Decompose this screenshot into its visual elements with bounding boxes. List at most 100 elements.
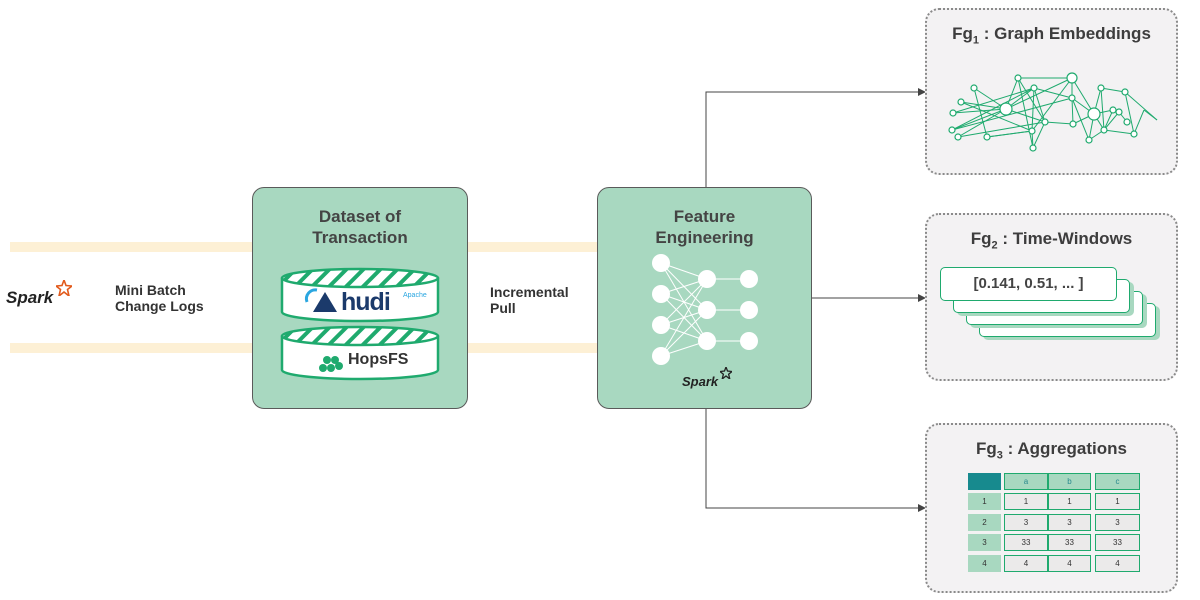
neural-network-icon bbox=[652, 254, 758, 365]
table-row-label: 1 bbox=[968, 493, 1001, 510]
graph-edge bbox=[986, 130, 1033, 138]
graph-edge bbox=[1071, 97, 1074, 125]
table-row-label: 2 bbox=[968, 513, 1001, 531]
fg1-sub: 1 bbox=[972, 34, 979, 47]
nn-node bbox=[698, 270, 716, 288]
nn-node bbox=[652, 347, 670, 365]
graph-edge bbox=[1143, 109, 1158, 121]
graph-edge bbox=[1032, 121, 1046, 149]
graph-edge bbox=[957, 108, 1007, 138]
graph-node bbox=[954, 133, 962, 141]
fg2-sub: 2 bbox=[991, 239, 998, 252]
graph-edge bbox=[960, 101, 1007, 110]
table-column-header: c bbox=[1095, 473, 1140, 490]
storage-stack bbox=[280, 267, 440, 381]
graph-node bbox=[1028, 127, 1036, 135]
fg1-graph-embeddings: Fg1 : Graph Embeddings bbox=[925, 8, 1178, 175]
nn-node bbox=[652, 285, 670, 303]
graph-edge bbox=[960, 101, 1033, 132]
table-cell: 3 bbox=[1095, 513, 1140, 531]
hudi-logo-icon bbox=[304, 288, 337, 312]
nn-node bbox=[740, 332, 758, 350]
graph-edge bbox=[1100, 87, 1126, 93]
fg3-title-text: : Aggregations bbox=[1002, 439, 1127, 458]
spark-star-icon bbox=[720, 367, 732, 379]
graph-embedding-icon bbox=[948, 72, 1158, 152]
table-cell: 1 bbox=[1048, 493, 1091, 510]
graph-edge bbox=[1005, 108, 1046, 123]
graph-node bbox=[1029, 144, 1037, 152]
graph-node bbox=[1014, 74, 1022, 82]
table-column-header: a bbox=[1004, 473, 1048, 490]
table-cell: 1 bbox=[1004, 493, 1048, 510]
graph-node bbox=[1100, 126, 1108, 134]
spark-logo: Spark bbox=[6, 280, 76, 310]
hudi-label: hudi bbox=[341, 288, 391, 316]
table-cell: 4 bbox=[1095, 555, 1140, 573]
fg1-title: Fg1 : Graph Embeddings bbox=[927, 24, 1176, 46]
hudi-apache-text: Apache bbox=[403, 292, 427, 299]
vector-card: [0.141, 0.51, ... ] bbox=[940, 267, 1117, 301]
table-cell: 4 bbox=[1004, 555, 1048, 573]
graph-node bbox=[1121, 88, 1129, 96]
graph-edge bbox=[1005, 77, 1073, 110]
graph-node bbox=[957, 98, 965, 106]
graph-edge bbox=[1103, 111, 1120, 131]
graph-edge bbox=[1133, 109, 1145, 135]
fg1-title-text: : Graph Embeddings bbox=[979, 24, 1151, 43]
graph-edge bbox=[1033, 87, 1073, 99]
graph-edge bbox=[1033, 87, 1046, 123]
graph-node bbox=[1097, 84, 1105, 92]
table-column-header: b bbox=[1048, 473, 1091, 490]
table-cell: 3 bbox=[1048, 513, 1091, 531]
graph-edge bbox=[1031, 77, 1073, 132]
graph-node bbox=[983, 133, 991, 141]
graph-edge bbox=[1071, 77, 1095, 115]
graph-node bbox=[1123, 118, 1131, 126]
arrowhead-fg1 bbox=[918, 88, 926, 96]
hopsfs-label: HopsFS bbox=[348, 351, 409, 368]
graph-edge bbox=[1017, 77, 1046, 123]
spark-logo-small: Spark bbox=[682, 367, 734, 390]
nn-edge bbox=[660, 278, 708, 357]
arrowhead-fg2 bbox=[918, 294, 926, 302]
hopsfs-logo-icon bbox=[319, 356, 343, 372]
graph-edge bbox=[1017, 77, 1034, 149]
graph-node bbox=[1068, 94, 1076, 102]
mini-batch-line2: Change Logs bbox=[115, 298, 204, 314]
dataset-title-line2: Transaction bbox=[312, 228, 408, 247]
graph-edge bbox=[1103, 109, 1114, 131]
table-row-label: 3 bbox=[968, 534, 1001, 552]
table-corner bbox=[968, 473, 1001, 490]
table-cell: 3 bbox=[1004, 513, 1048, 531]
nn-edge bbox=[660, 309, 708, 357]
connectors bbox=[705, 91, 920, 509]
graph-edge bbox=[951, 97, 1073, 131]
table-row-label: 4 bbox=[968, 555, 1001, 573]
fg2-title: Fg2 : Time-Windows bbox=[927, 229, 1176, 251]
feature-title-line2: Engineering bbox=[655, 228, 754, 247]
fg3-sub: 3 bbox=[996, 449, 1003, 462]
graph-edge bbox=[1100, 87, 1105, 131]
graph-edge bbox=[1044, 121, 1074, 125]
graph-edge bbox=[957, 121, 1046, 138]
graph-node bbox=[1030, 84, 1038, 92]
arrowhead-fg3 bbox=[918, 504, 926, 512]
graph-node bbox=[1109, 106, 1117, 114]
table-cell: 33 bbox=[1048, 534, 1091, 552]
feature-title-line1: Feature bbox=[673, 207, 736, 226]
graph-node bbox=[1130, 130, 1138, 138]
fg2-prefix: Fg bbox=[970, 229, 992, 248]
incremental-pull-line1: Incremental bbox=[490, 284, 569, 300]
spark-star-icon bbox=[56, 280, 72, 296]
nn-node bbox=[652, 316, 670, 334]
mini-batch-line1: Mini Batch bbox=[115, 282, 186, 298]
table-cell: 1 bbox=[1095, 493, 1140, 510]
graph-node bbox=[1069, 120, 1077, 128]
